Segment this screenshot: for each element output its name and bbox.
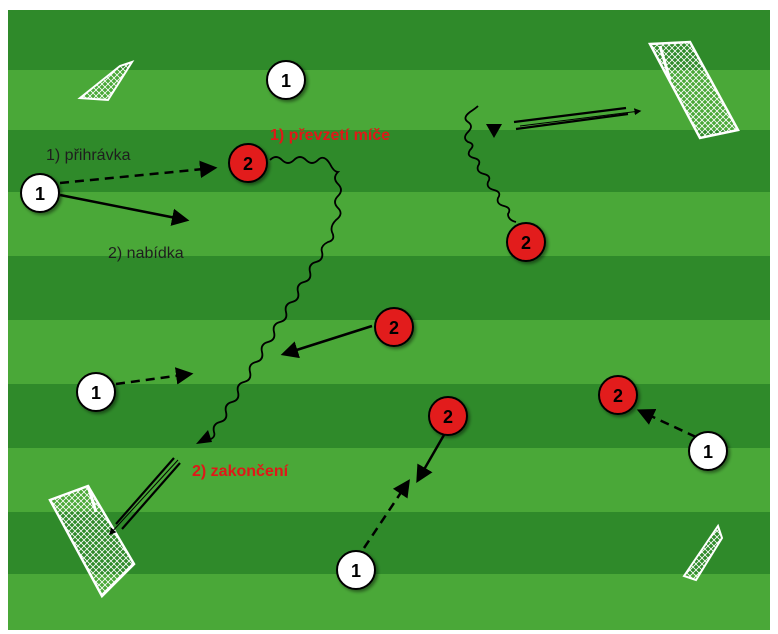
- pass-arrow-right: [636, 408, 697, 439]
- stripe: [8, 192, 770, 256]
- offer-run-arrow: [59, 193, 190, 226]
- player-2-right: 2: [598, 375, 638, 415]
- players-team-2: 2 2 2 2 2: [228, 143, 638, 436]
- svg-text:2: 2: [521, 233, 531, 253]
- player-2-center: 2: [428, 396, 468, 436]
- pass-arrows: [59, 160, 697, 549]
- svg-text:1: 1: [351, 561, 361, 581]
- players-team-1: 1 1 1 1 1: [20, 60, 728, 590]
- label-pass: 1) přihrávka: [46, 147, 131, 164]
- dribble-line-main: [207, 156, 342, 441]
- svg-text:2: 2: [389, 318, 399, 338]
- goal-top-right: [647, 40, 740, 140]
- player-2-top: 2: [228, 143, 268, 183]
- goal-bottom-left: [48, 484, 136, 599]
- press-arrow: [280, 324, 373, 359]
- stripe: [8, 448, 770, 512]
- stripe: [8, 574, 770, 630]
- shot-arrows: [109, 106, 642, 536]
- svg-text:2: 2: [613, 386, 623, 406]
- player-1-top: 1: [266, 60, 306, 100]
- player-2-top-right: 2: [506, 222, 546, 262]
- player-1-bottom: 1: [336, 550, 376, 590]
- goal-top-left: [77, 60, 135, 102]
- player-1-right: 1: [688, 431, 728, 471]
- label-finish: 2) zakončení: [192, 463, 289, 480]
- dribble-lines: [196, 105, 517, 444]
- svg-text:1: 1: [703, 442, 713, 462]
- player-1-left: 1: [20, 173, 60, 213]
- svg-text:2: 2: [443, 407, 453, 427]
- label-offer: 2) nabídka: [108, 245, 184, 262]
- dribble-line-right: [464, 105, 517, 223]
- stripe: [8, 70, 770, 130]
- player-2-mid: 2: [374, 307, 414, 347]
- pass-arrow-mid-left: [115, 367, 194, 386]
- pass-arrow-bottom: [362, 479, 410, 549]
- shot-arrow-top-right: [519, 108, 642, 127]
- pass-arrow-first: [59, 160, 218, 185]
- stripe: [8, 130, 770, 192]
- svg-text:1: 1: [281, 71, 291, 91]
- stripe: [8, 384, 770, 448]
- run-arrows: [59, 193, 450, 484]
- svg-text:1: 1: [91, 383, 101, 403]
- goal-bottom-right: [682, 523, 724, 582]
- player-1-mid-left: 1: [76, 372, 116, 412]
- svg-text:1: 1: [35, 184, 45, 204]
- svg-text:2: 2: [243, 154, 253, 174]
- shot-arrow-bottom-left: [109, 459, 179, 536]
- press-arrow-center: [416, 427, 450, 484]
- stripe: [8, 10, 770, 70]
- label-receive: 1) převzetí míče: [270, 127, 390, 144]
